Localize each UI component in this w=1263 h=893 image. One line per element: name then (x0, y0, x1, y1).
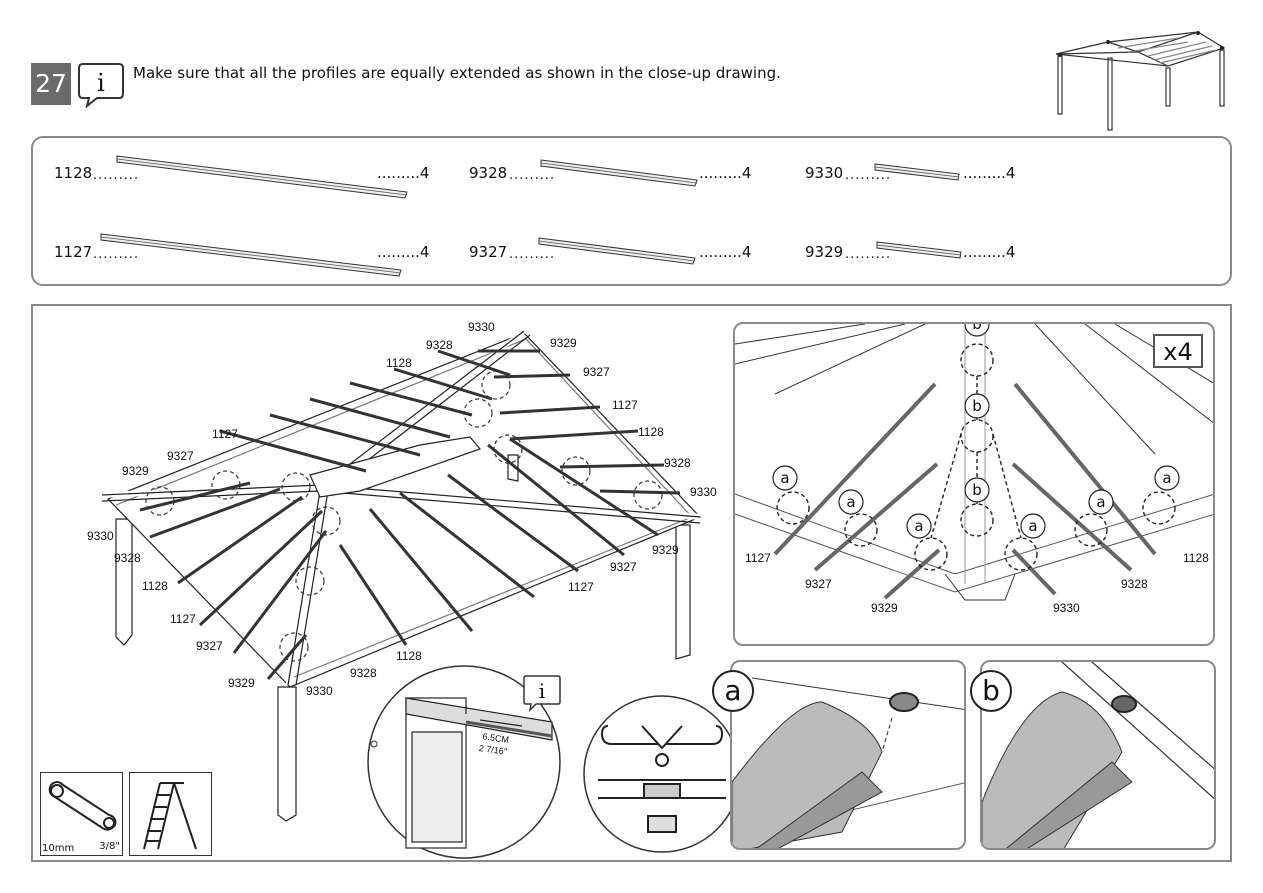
step-number: 27 (31, 63, 71, 105)
part-code: 9327 (469, 243, 508, 261)
dimension-cm: 6.5CM (482, 731, 510, 745)
callout-letter: b (972, 397, 982, 415)
part-code: 9329 (805, 243, 844, 261)
detail-label: 9330 (1053, 601, 1080, 615)
part-dots: ......... (845, 247, 892, 262)
callout-letter: a (780, 469, 789, 487)
roof-label: 9330 (306, 684, 333, 698)
part-dots: ......... (845, 168, 892, 183)
profile-9328-image (540, 159, 698, 187)
roof-label: 1128 (638, 425, 664, 439)
profile-1127-image (100, 233, 402, 277)
profile-9329-image (876, 241, 962, 259)
ladder-tool (129, 772, 212, 856)
part-code: 9328 (469, 164, 508, 182)
instruction-text: Make sure that all the profiles are equa… (133, 64, 781, 82)
part-qty: .........4 (699, 164, 752, 182)
detail-label: 9328 (1121, 577, 1148, 591)
roof-label: 9329 (550, 336, 577, 350)
roof-label: 9330 (87, 529, 114, 543)
roof-label: 9330 (468, 320, 495, 334)
detail-label: 1127 (745, 551, 771, 565)
profile-9330-image (874, 163, 960, 181)
roof-label: 9327 (583, 365, 610, 379)
callout-letter: a (846, 493, 855, 511)
roof-label: 1127 (212, 427, 238, 441)
part-dots: ......... (509, 247, 556, 262)
profile-9327-image (538, 237, 696, 265)
info-glyph: i (539, 679, 545, 703)
parts-list: 1128 ......... .........4 9328 .........… (31, 136, 1232, 286)
roof-label: 9328 (426, 338, 453, 352)
wrench-metric-size: 10mm (42, 843, 75, 854)
roof-label: 9328 (350, 666, 377, 680)
panel-letter-b: b (970, 670, 1012, 712)
part-qty: .........4 (963, 243, 1016, 261)
quantity-multiplier: x4 (1153, 334, 1203, 368)
closeup-panel-a (730, 660, 966, 850)
panel-letter-a: a (712, 670, 754, 712)
profile-1128-image (116, 155, 408, 199)
callout-letter: a (1096, 493, 1105, 511)
part-dots: ......... (509, 168, 556, 183)
svg-text:i: i (97, 69, 105, 97)
info-icon: i (78, 63, 124, 108)
roof-label: 9329 (122, 464, 149, 478)
roof-label: 1128 (396, 649, 422, 663)
detail-label: 1128 (1183, 551, 1209, 565)
part-qty: .........4 (699, 243, 752, 261)
callout-letter: b (972, 324, 982, 333)
callout-letter: a (914, 517, 923, 535)
roof-label: 1127 (612, 398, 638, 412)
wrench-tool: 10mm 3/8" (40, 772, 123, 856)
roof-label: 1128 (142, 579, 168, 593)
dimension-closeup: 6.5CM 2 7/16" (367, 665, 561, 859)
dimension-in: 2 7/16" (478, 743, 507, 757)
detail-label: 9327 (805, 577, 832, 591)
info-icon: i (523, 675, 561, 712)
panel-b-drawing (982, 662, 1214, 848)
roof-label: 9328 (664, 456, 691, 470)
roof-label: 1127 (568, 580, 594, 594)
roof-label: 9328 (114, 551, 141, 565)
callout-letter: b (972, 481, 982, 499)
part-dots: ......... (93, 168, 140, 183)
detail-label: 9329 (871, 601, 898, 615)
callout-letter: a (1028, 517, 1037, 535)
roof-label: 9327 (610, 560, 637, 574)
wrench-imperial-size: 3/8" (99, 841, 120, 852)
part-qty: .........4 (377, 164, 430, 182)
roof-label: 1127 (170, 612, 196, 626)
roof-label: 9327 (167, 449, 194, 463)
detail-drawing: b b b a a a a a a 1127 9327 9329 9330 93… (735, 324, 1213, 615)
detail-closeup: b b b a a a a a a 1127 9327 9329 9330 93… (733, 322, 1215, 646)
part-qty: .........4 (377, 243, 430, 261)
roof-label: 9327 (196, 639, 223, 653)
profile-cross-section (583, 695, 741, 853)
part-code: 9330 (805, 164, 844, 182)
part-qty: .........4 (963, 164, 1016, 182)
part-code: 1127 (54, 243, 93, 261)
roof-assembly-drawing: 9330 9328 9329 1128 9327 1127 1128 9328 … (87, 320, 717, 822)
gazebo-thumbnail (1055, 31, 1226, 131)
roof-label: 1128 (386, 356, 412, 370)
main-assembly-panel (31, 304, 1232, 862)
panel-a-drawing (732, 677, 964, 848)
ladder-icon (143, 782, 197, 850)
roof-label: 9329 (652, 543, 679, 557)
part-dots: ......... (93, 247, 140, 262)
roof-label: 9330 (690, 485, 717, 499)
roof-label: 9329 (228, 676, 255, 690)
closeup-panel-b (980, 660, 1216, 850)
wrench-icon (48, 781, 117, 831)
part-code: 1128 (54, 164, 93, 182)
callout-letter: a (1162, 469, 1171, 487)
